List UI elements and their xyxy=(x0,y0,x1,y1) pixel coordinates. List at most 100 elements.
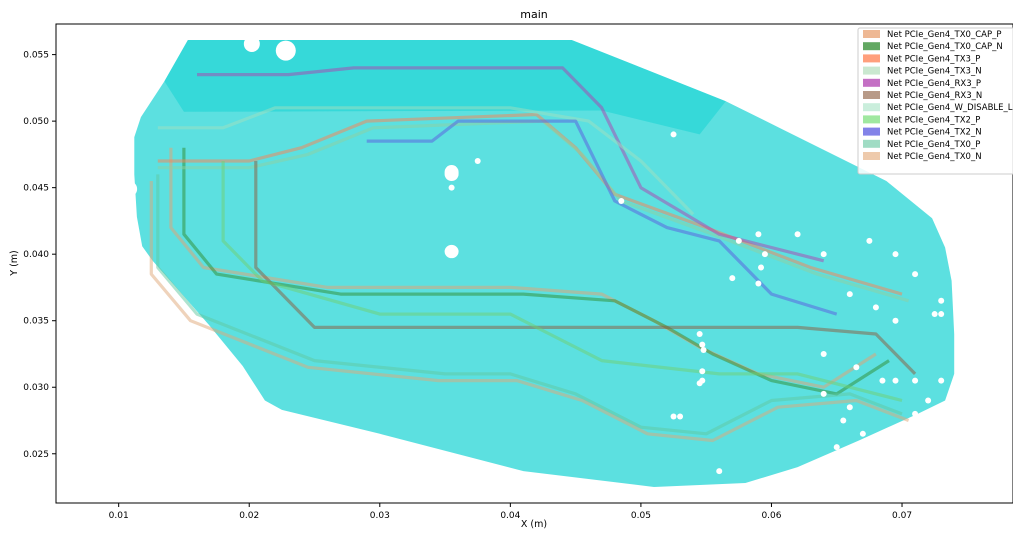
legend-swatch-2 xyxy=(863,54,880,63)
trace-0 xyxy=(169,147,877,389)
via-30 xyxy=(820,350,827,357)
via-45 xyxy=(474,158,481,165)
trace-1 xyxy=(182,147,890,396)
via-35 xyxy=(859,430,866,437)
legend-swatch-6 xyxy=(863,103,880,112)
via-27 xyxy=(938,377,945,384)
trace-8 xyxy=(366,119,838,316)
via-19 xyxy=(931,311,938,318)
chart-title: main xyxy=(520,8,548,21)
via-37 xyxy=(677,413,684,420)
trace-4 xyxy=(197,66,825,263)
via-32 xyxy=(846,404,853,411)
legend-label-10: Net PCIe_Gen4_TX0_N xyxy=(887,152,982,162)
y-tick-label-6: 0.055 xyxy=(23,51,49,61)
via-24 xyxy=(892,377,899,384)
legend-label-2: Net PCIe_Gen4_TX3_P xyxy=(887,54,980,64)
x-tick-label-5: 0.06 xyxy=(761,511,781,521)
via-34 xyxy=(833,444,840,451)
via-39 xyxy=(696,331,703,338)
legend-label-1: Net PCIe_Gen4_TX0_CAP_N xyxy=(887,42,1003,52)
y-tick-label-4: 0.045 xyxy=(23,184,49,194)
via-18 xyxy=(938,297,945,304)
y-tick-label-1: 0.030 xyxy=(23,383,49,393)
via-36 xyxy=(716,468,723,475)
legend-swatch-4 xyxy=(863,78,880,87)
via-26 xyxy=(925,397,932,404)
via-20 xyxy=(938,311,945,318)
via-2 xyxy=(243,35,260,52)
via-22 xyxy=(872,304,879,311)
via-6 xyxy=(618,197,625,204)
via-42 xyxy=(699,368,706,375)
legend-label-9: Net PCIe_Gen4_TX0_P xyxy=(887,140,980,150)
via-1 xyxy=(113,149,130,166)
slot-1 xyxy=(444,244,459,259)
via-12 xyxy=(755,280,762,287)
via-7 xyxy=(755,231,762,238)
legend-label-8: Net PCIe_Gen4_TX2_N xyxy=(887,128,982,138)
trace-7 xyxy=(221,161,903,403)
via-33 xyxy=(820,390,827,397)
legend-label-6: Net PCIe_Gen4_W_DISABLE_L xyxy=(887,103,1013,113)
via-21 xyxy=(892,317,899,324)
axes-frame xyxy=(55,23,1013,504)
via-3 xyxy=(275,40,296,61)
legend: Net PCIe_Gen4_TX0_CAP_P Net PCIe_Gen4_TX0… xyxy=(857,27,1013,175)
slot-0 xyxy=(444,165,459,182)
y-tick-label-0: 0.025 xyxy=(23,450,49,460)
x-tick-label-1: 0.02 xyxy=(239,511,259,521)
x-tick-label-4: 0.05 xyxy=(631,511,651,521)
trace-6 xyxy=(157,106,695,216)
via-4 xyxy=(448,184,455,191)
via-40 xyxy=(699,341,706,348)
legend-box xyxy=(857,27,1013,175)
y-axis-ticks: 0.025 0.030 0.035 0.040 0.045 0.050 0.055 xyxy=(23,51,56,460)
via-11 xyxy=(729,275,736,282)
y-axis-label: Y (m) xyxy=(9,250,20,277)
legend-swatch-8 xyxy=(863,127,880,136)
via-31 xyxy=(840,417,847,424)
via-13 xyxy=(794,231,801,238)
legend-swatch-9 xyxy=(863,139,880,148)
trace-10 xyxy=(149,181,910,443)
legend-swatch-3 xyxy=(863,66,880,75)
via-17 xyxy=(912,271,919,278)
legend-swatch-0 xyxy=(863,30,880,38)
via-15 xyxy=(866,237,873,244)
legend-label-7: Net PCIe_Gen4_TX2_P xyxy=(887,115,980,125)
legend-label-5: Net PCIe_Gen4_RX3_N xyxy=(887,91,982,101)
via-9 xyxy=(761,251,768,258)
trace-5 xyxy=(254,161,917,376)
via-38 xyxy=(670,413,677,420)
via-29 xyxy=(853,364,860,371)
legend-swatch-1 xyxy=(863,42,880,51)
legend-swatch-7 xyxy=(863,115,880,124)
via-5 xyxy=(670,131,677,138)
copper-pour-dense xyxy=(164,40,726,135)
legend-label-4: Net PCIe_Gen4_RX3_P xyxy=(887,79,981,89)
y-tick-label-2: 0.035 xyxy=(23,317,49,327)
x-tick-label-6: 0.07 xyxy=(892,511,912,521)
via-14 xyxy=(820,251,827,258)
via-41 xyxy=(700,346,707,353)
via-28 xyxy=(879,377,886,384)
via-44 xyxy=(696,380,703,387)
x-axis-ticks: 0.01 0.02 0.03 0.04 0.05 0.06 0.07 xyxy=(109,503,912,521)
via-layer xyxy=(113,35,945,475)
x-tick-label-3: 0.04 xyxy=(500,511,520,521)
plot-area xyxy=(113,35,955,487)
x-tick-label-2: 0.03 xyxy=(370,511,390,521)
trace-9 xyxy=(156,174,903,436)
via-46 xyxy=(912,377,919,384)
via-16 xyxy=(892,251,899,258)
x-tick-label-0: 0.01 xyxy=(109,511,129,521)
y-tick-label-5: 0.050 xyxy=(23,117,49,127)
legend-label-3: Net PCIe_Gen4_TX3_N xyxy=(887,67,982,77)
via-8 xyxy=(735,237,742,244)
via-25 xyxy=(912,410,919,417)
legend-label-0: Net PCIe_Gen4_TX0_CAP_P xyxy=(887,30,1001,40)
y-tick-label-3: 0.040 xyxy=(23,250,49,260)
x-axis-label: X (m) xyxy=(521,519,547,530)
